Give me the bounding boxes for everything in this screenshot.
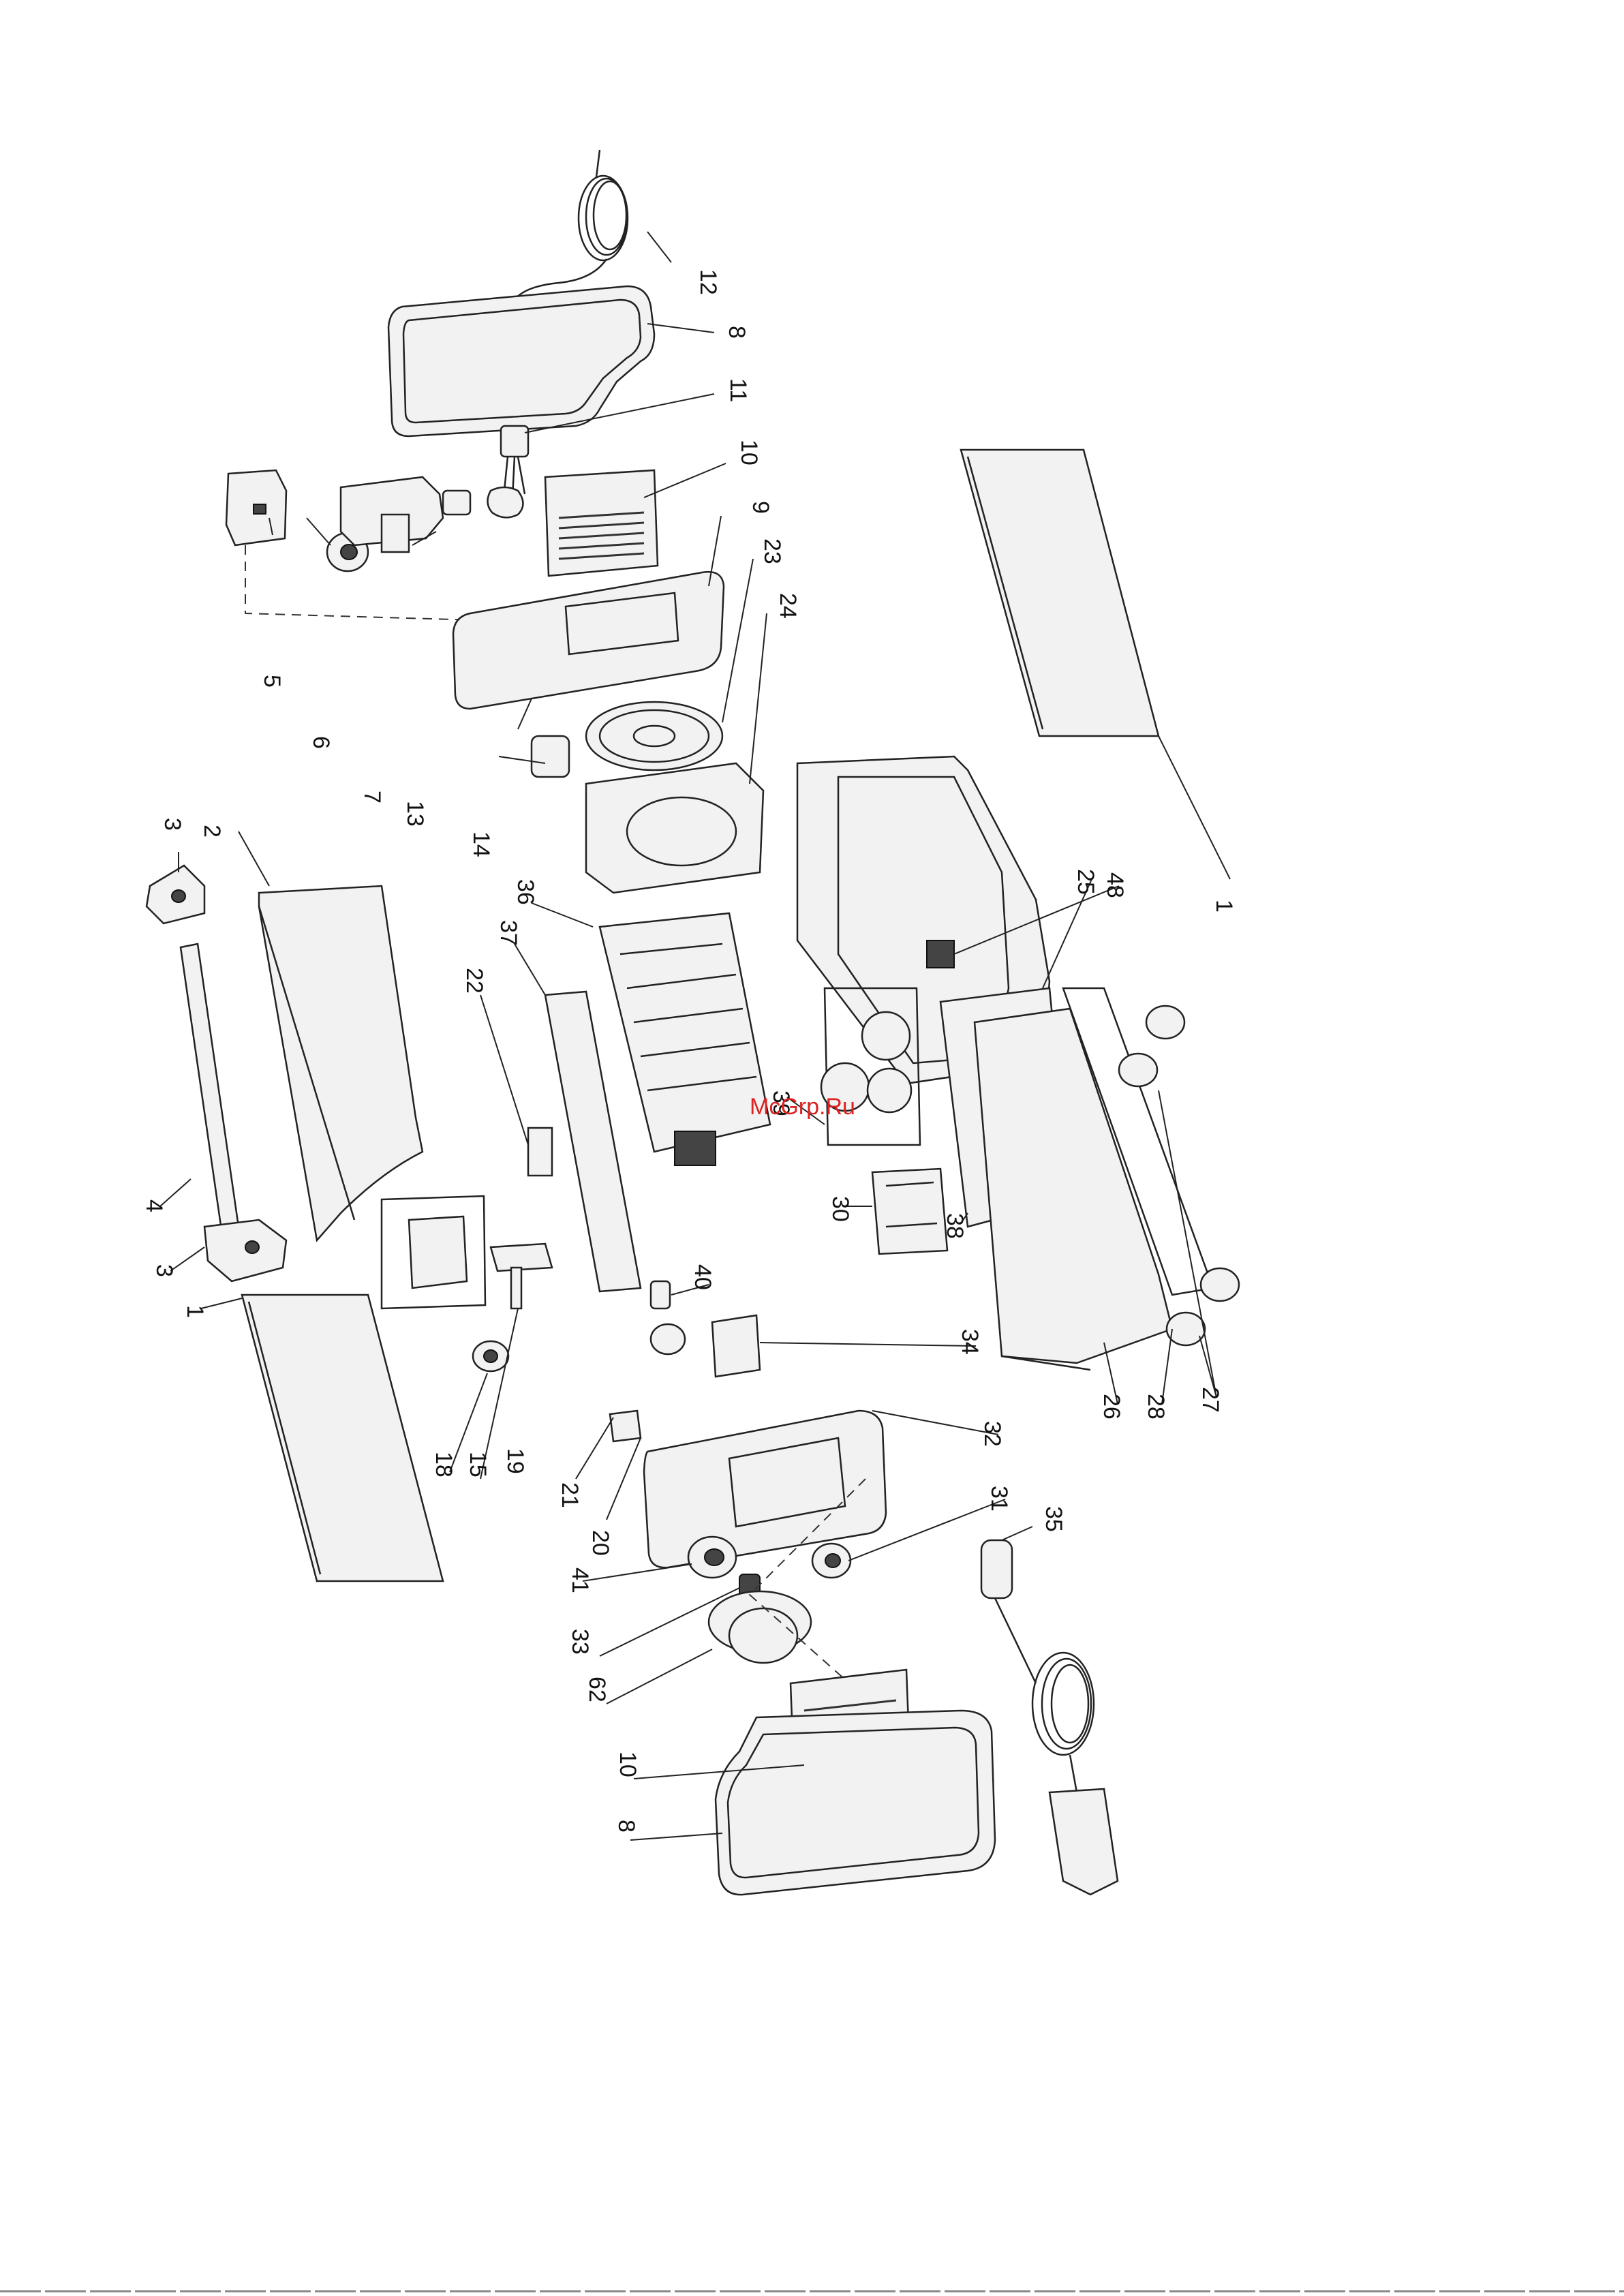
callout-22: 22 <box>461 968 487 994</box>
part-3-bracket-bottom <box>204 1220 286 1281</box>
callout-36: 36 <box>512 879 538 905</box>
callout-6: 6 <box>308 736 334 749</box>
part-32-front-panel <box>644 1411 886 1567</box>
part-3-bracket-top <box>147 866 204 923</box>
part-34-small-pcb <box>651 1315 760 1377</box>
part-20-clip <box>610 1411 641 1441</box>
callout-14: 14 <box>468 831 494 857</box>
part-22-block <box>528 1128 552 1176</box>
callout-10-top: 10 <box>736 440 762 465</box>
callout-40: 40 <box>690 1264 716 1290</box>
part-26-chassis-base <box>975 988 1213 1370</box>
callout-48: 48 <box>1102 872 1128 898</box>
callout-31: 31 <box>986 1486 1012 1512</box>
callout-33: 33 <box>567 1629 593 1655</box>
part-13-knob <box>487 487 523 517</box>
callout-11: 11 <box>725 378 751 402</box>
part-9-rear-panel <box>453 572 724 709</box>
callout-41: 41 <box>567 1567 593 1593</box>
callout-4: 4 <box>141 1199 167 1212</box>
part-15-knob <box>473 1341 508 1371</box>
callout-5: 5 <box>259 675 285 688</box>
callout-25: 25 <box>1073 869 1099 895</box>
callout-32: 32 <box>979 1421 1005 1447</box>
callout-1-left: 1 <box>182 1305 208 1318</box>
part-30-transformer <box>872 1169 947 1254</box>
part-4-rod <box>181 944 239 1230</box>
callout-2: 2 <box>199 825 225 838</box>
part-31-socket <box>812 1544 851 1578</box>
part-5-bracket <box>226 470 286 545</box>
part-1-side-panel-right <box>961 450 1159 736</box>
part-23-fan <box>586 702 722 770</box>
part-10-vent-grille-top <box>545 470 658 576</box>
part-19-bracket-plate <box>491 1244 552 1308</box>
callout-8-top: 8 <box>724 326 750 339</box>
callout-28: 28 <box>1143 1394 1169 1420</box>
callout-18: 18 <box>431 1452 457 1478</box>
callout-35: 35 <box>1041 1506 1067 1532</box>
part-7-regulator <box>341 477 470 552</box>
part-41-output-socket <box>688 1537 736 1578</box>
callout-30: 30 <box>827 1196 853 1222</box>
part-36-main-pcb <box>600 913 770 1165</box>
callout-3-top: 3 <box>159 818 185 831</box>
part-24-fan-duct <box>586 763 763 893</box>
callout-37: 37 <box>495 920 521 946</box>
callout-26: 26 <box>1099 1394 1124 1420</box>
part-35-earth-clamp-cable <box>981 1540 1118 1895</box>
callout-8-bottom: 8 <box>613 1820 639 1833</box>
callout-27: 27 <box>1197 1387 1223 1413</box>
part-62-large-knob <box>709 1591 811 1663</box>
callout-7: 7 <box>359 791 385 803</box>
callout-21: 21 <box>557 1482 583 1508</box>
part-18-assembly <box>382 1196 485 1308</box>
callout-1-right: 1 <box>1211 900 1237 913</box>
callout-13: 13 <box>402 801 428 827</box>
callout-24: 24 <box>775 593 801 619</box>
callout-38: 38 <box>942 1213 968 1239</box>
callout-10-bottom: 10 <box>615 1751 641 1777</box>
callout-23: 23 <box>759 538 785 564</box>
part-2-handle-cover <box>259 886 423 1240</box>
callout-20: 20 <box>587 1530 613 1556</box>
callout-12: 12 <box>695 269 721 295</box>
callout-19: 19 <box>502 1448 528 1474</box>
part-1-side-panel-left <box>242 1295 443 1581</box>
callout-34: 34 <box>957 1329 983 1355</box>
callout-9: 9 <box>748 501 773 514</box>
watermark: McGrp.Ru <box>750 1094 855 1120</box>
part-40-fitting <box>651 1281 670 1308</box>
part-14-cylinder <box>532 736 569 777</box>
callout-3-bottom: 3 <box>151 1264 177 1277</box>
part-8-front-frame-bottom <box>716 1711 995 1895</box>
part-8-front-frame-top <box>388 286 654 436</box>
callout-15: 15 <box>465 1452 491 1478</box>
callout-62: 62 <box>584 1677 610 1702</box>
